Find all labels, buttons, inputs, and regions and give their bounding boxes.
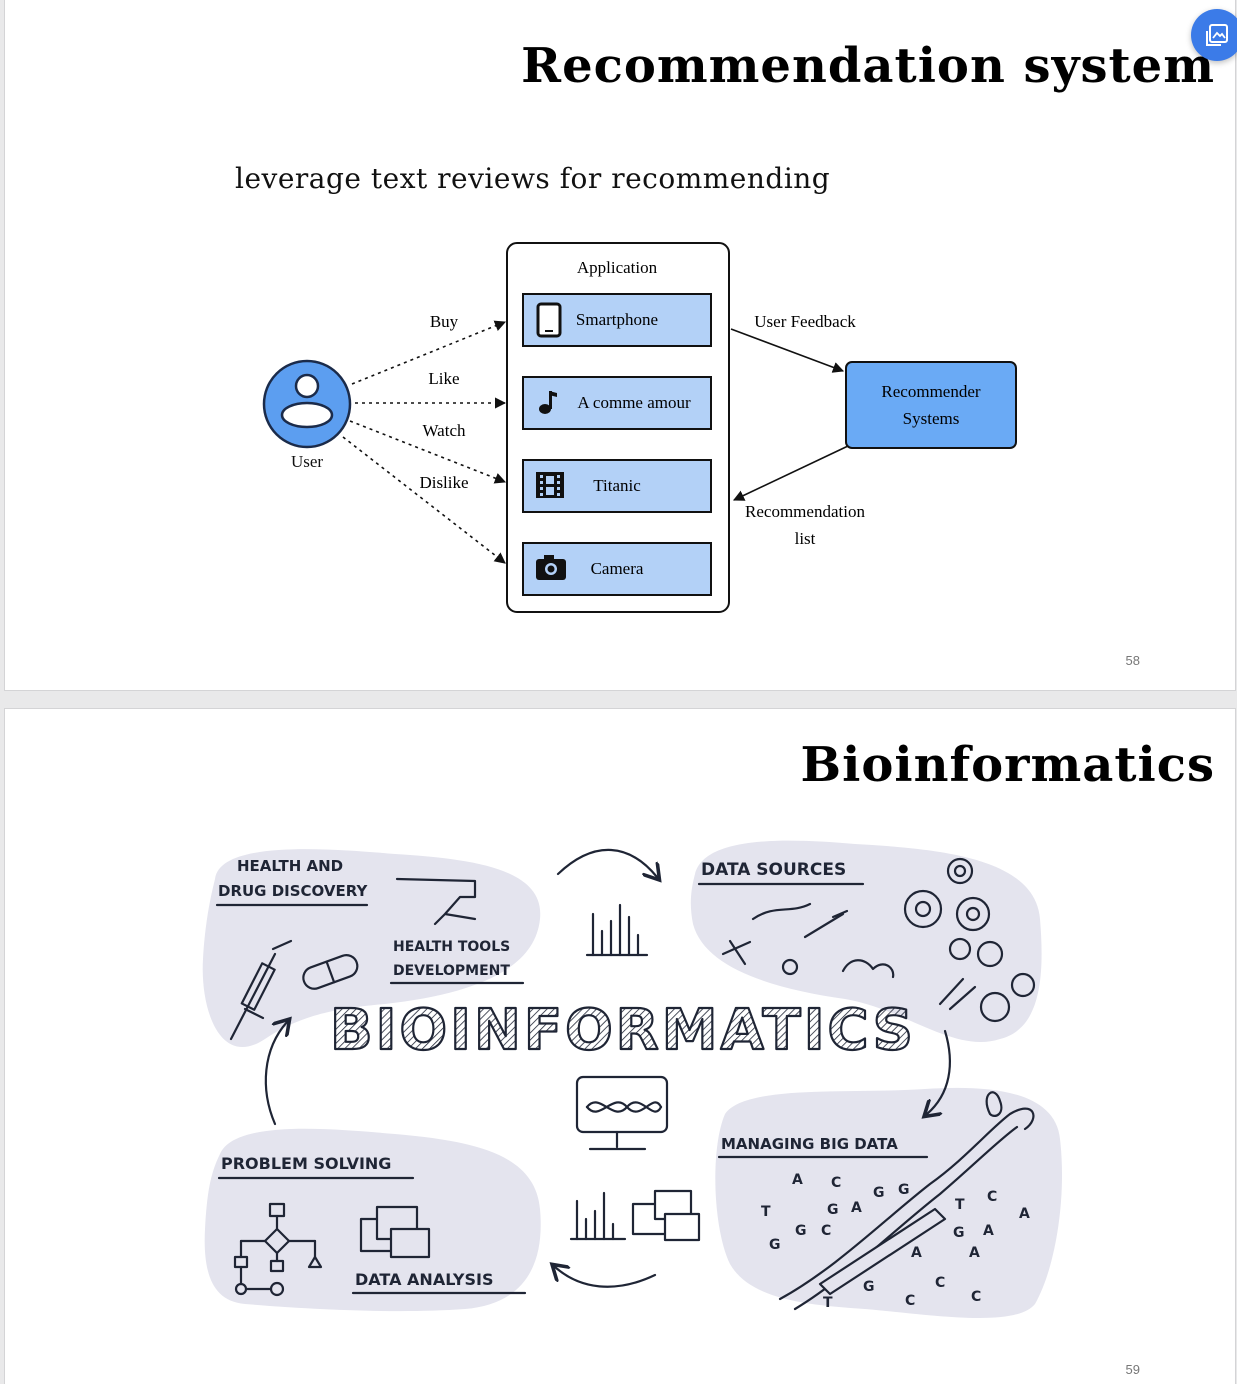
svg-text:T: T — [761, 1204, 771, 1220]
dislike-arrow — [342, 436, 506, 564]
recommender-systems-node: Recommender Systems — [845, 361, 1017, 449]
svg-text:A: A — [792, 1172, 803, 1188]
image-tool-icon — [1206, 24, 1228, 46]
film-icon — [536, 472, 564, 498]
documents-icon-right — [631, 1189, 701, 1242]
svg-text:C: C — [971, 1289, 981, 1305]
svg-text:C: C — [905, 1293, 915, 1309]
svg-text:G: G — [953, 1225, 965, 1241]
app-label: Smartphone — [576, 310, 658, 329]
slide-title: Recommendation system — [521, 38, 1215, 94]
label-health-tools: HEALTH TOOLS — [393, 939, 510, 955]
label-health-and: HEALTH AND — [237, 857, 343, 875]
bioinformatics-word: BIOINFORMATICS — [330, 998, 916, 1063]
label-managing-big-data: MANAGING BIG DATA — [721, 1135, 898, 1153]
label-drug-discovery: DRUG DISCOVERY — [218, 882, 368, 900]
app-label: Titanic — [593, 476, 641, 495]
svg-text:T: T — [823, 1295, 833, 1311]
app-box-music: A comme amour — [522, 376, 712, 430]
svg-text:G: G — [827, 1202, 839, 1218]
microbes-icon — [721, 857, 1036, 1023]
slide-58: Recommendation system leverage text revi… — [5, 0, 1235, 690]
user-node: User — [262, 359, 352, 471]
app-box-camera: Camera — [522, 542, 712, 596]
svg-text:G: G — [873, 1185, 885, 1201]
label-development: DEVELOPMENT — [393, 963, 510, 979]
slide-59: Bioinformatics HEALTH AND DRUG DISCOVERY… — [5, 709, 1235, 1384]
monitor-dna-icon — [575, 1075, 669, 1151]
app-label: A comme amour — [577, 393, 691, 412]
svg-text:G: G — [769, 1237, 781, 1253]
svg-text:A: A — [983, 1223, 994, 1239]
action-buy: Buy — [430, 312, 459, 331]
flowchart-icon — [233, 1202, 323, 1297]
pill-icon — [302, 954, 359, 990]
page-number: 58 — [1125, 653, 1140, 668]
app-box-titanic: Titanic — [522, 459, 712, 513]
syringe-icon — [229, 939, 293, 1041]
slide-subtitle: leverage text reviews for recommending — [235, 162, 831, 195]
svg-text:A: A — [969, 1245, 980, 1261]
recommendation-diagram: User Buy Like Watch Dislike Application … — [262, 242, 1017, 613]
camera-icon — [536, 555, 566, 580]
music-note-icon — [539, 391, 557, 414]
arrow-right — [927, 1029, 951, 1114]
svg-text:Systems: Systems — [903, 409, 960, 428]
action-dislike: Dislike — [419, 473, 468, 492]
svg-text:A: A — [911, 1245, 922, 1261]
svg-text:G: G — [863, 1279, 875, 1295]
big-data-blob — [715, 1087, 1063, 1319]
dna-helix-icon — [778, 1091, 1035, 1311]
svg-text:list: list — [795, 529, 816, 548]
svg-text:C: C — [935, 1275, 945, 1291]
slide-title: Bioinformatics — [800, 737, 1215, 793]
svg-text:C: C — [987, 1189, 997, 1205]
feedback-label: User Feedback — [754, 312, 856, 331]
application-label: Application — [577, 258, 658, 277]
bioinformatics-illustration: HEALTH AND DRUG DISCOVERY HEALTH TOOLS D… — [202, 840, 1063, 1319]
image-tool-button[interactable] — [1191, 9, 1237, 61]
app-label: Camera — [591, 559, 644, 578]
app-box-smartphone: Smartphone — [522, 293, 712, 347]
action-watch: Watch — [423, 421, 466, 440]
arrow-top — [556, 848, 657, 877]
page-number: 59 — [1125, 1362, 1140, 1377]
smartphone-icon — [536, 302, 562, 338]
dna-letters: A C G G T C A G A T G C G A G C A A T G … — [761, 1172, 1030, 1311]
data-sources-blob — [690, 840, 1042, 1043]
svg-text:C: C — [821, 1223, 831, 1239]
documents-icon-left — [359, 1205, 431, 1259]
label-data-sources: DATA SOURCES — [701, 860, 846, 880]
svg-text:T: T — [955, 1197, 965, 1213]
svg-text:A: A — [851, 1200, 862, 1216]
svg-text:G: G — [898, 1182, 910, 1198]
bar-chart-icon-top — [585, 903, 649, 957]
svg-text:C: C — [831, 1175, 841, 1191]
svg-text:A: A — [1019, 1206, 1030, 1222]
health-blob — [202, 849, 541, 1048]
svg-text:G: G — [795, 1223, 807, 1239]
label-data-analysis: DATA ANALYSIS — [355, 1270, 494, 1289]
action-like: Like — [428, 369, 459, 388]
arrow-left — [264, 1022, 287, 1126]
health-tool-icon — [395, 877, 477, 926]
rec-list-label: Recommendation — [745, 502, 865, 521]
recommendation-arrow — [732, 445, 849, 501]
label-problem-solving: PROBLEM SOLVING — [221, 1154, 391, 1173]
bar-chart-icon-bottom — [569, 1191, 627, 1241]
svg-text:Recommender: Recommender — [881, 382, 980, 401]
feedback-arrow — [730, 328, 845, 373]
user-label: User — [291, 452, 323, 471]
arrow-bottom — [555, 1267, 657, 1288]
